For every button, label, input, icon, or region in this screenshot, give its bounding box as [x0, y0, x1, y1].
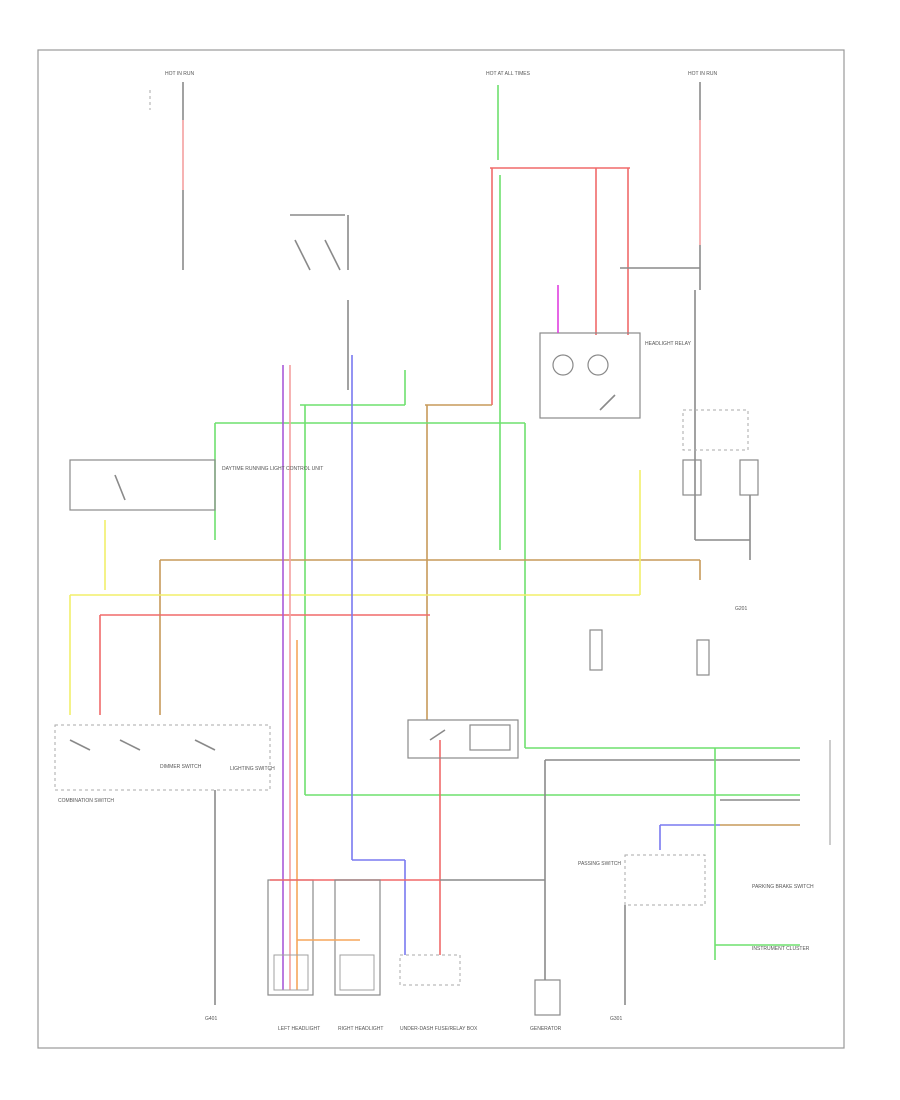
lighting-switch-box: DAYTIME RUNNING LIGHT CONTROL UNIT [69, 459, 323, 511]
hot-at-all-times-label: HOT AT ALL TIMES [486, 71, 531, 77]
diagram-frame [37, 49, 845, 1049]
passing-switch-label: PASSING SWITCH [578, 861, 621, 867]
headlight-feed-wires [282, 355, 441, 990]
drl-control-unit [407, 719, 519, 759]
ground-right-label: G201 [735, 606, 747, 612]
parking-brake-label: PARKING BRAKE SWITCH [752, 884, 814, 890]
generator-label: GENERATOR [530, 1026, 562, 1032]
combination-switch: COMBINATION SWITCH DIMMER SWITCH LIGHTIN… [54, 724, 275, 1005]
right-headlight: RIGHT HEADLIGHT [297, 879, 383, 1032]
fuse-relay-box: UNDER-DASH FUSE/RELAY BOX [399, 879, 545, 1032]
lighting-switch-label: LIGHTING SWITCH [230, 766, 275, 772]
ignition-switch [290, 214, 349, 390]
wire-bus [69, 370, 800, 796]
headlight-relay: HEADLIGHT RELAY [539, 285, 692, 419]
right-headlight-label: RIGHT HEADLIGHT [338, 1026, 383, 1032]
fuse-box-label: UNDER-DASH FUSE/RELAY BOX [400, 1026, 478, 1032]
instrument-cluster-label: INSTRUMENT CLUSTER [752, 946, 810, 952]
right-power-feed: HOT IN RUN [620, 71, 717, 540]
daytime-running-light-label: DAYTIME RUNNING LIGHT CONTROL UNIT [222, 466, 323, 472]
right-components: PASSING SWITCH PARKING BRAKE SWITCH INST… [544, 409, 831, 1005]
center-power-feed: HOT AT ALL TIMES [486, 71, 630, 550]
ground-mid-label: G301 [610, 1016, 622, 1022]
hot-in-run-left-label: HOT IN RUN [165, 71, 194, 77]
combination-switch-label: COMBINATION SWITCH [58, 798, 114, 804]
left-headlight-label: LEFT HEADLIGHT [278, 1026, 320, 1032]
headlight-relay-label: HEADLIGHT RELAY [645, 341, 692, 347]
left-headlight: LEFT HEADLIGHT [267, 879, 440, 1032]
generator: GENERATOR [530, 979, 562, 1032]
grounds: G401 G301 G201 [205, 606, 747, 1022]
dimmer-switch-label: DIMMER SWITCH [160, 764, 202, 770]
ground-left-label: G401 [205, 1016, 217, 1022]
left-power-feed: HOT IN RUN [149, 71, 194, 270]
hot-in-run-right-label: HOT IN RUN [688, 71, 717, 77]
